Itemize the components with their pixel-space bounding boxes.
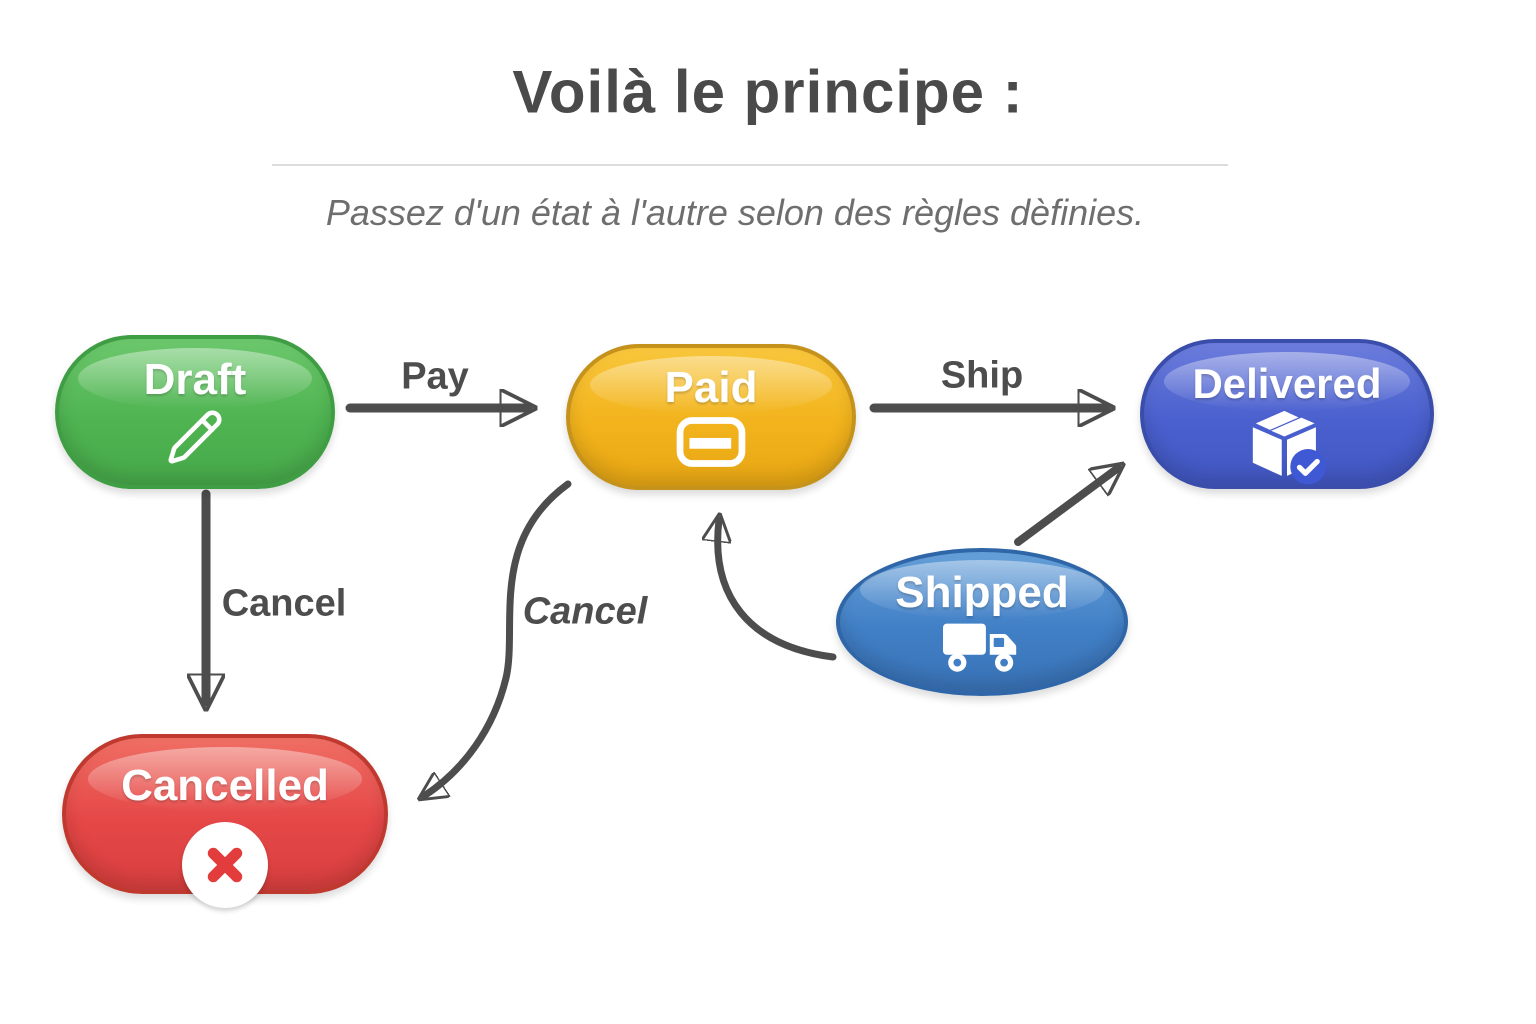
node-label: Shipped xyxy=(895,568,1069,617)
edge-label-pay: Pay xyxy=(401,355,469,398)
edge-label-cancel-draft: Cancel xyxy=(221,582,347,625)
state-node-cancelled: Cancelled xyxy=(62,734,388,908)
node-label: Cancelled xyxy=(121,761,329,810)
x-circle-icon xyxy=(182,822,268,908)
package-check-icon xyxy=(1252,409,1326,485)
truck-icon xyxy=(943,623,1017,672)
page-subtitle: Passez d'un état à l'autre selon des règ… xyxy=(325,192,1145,233)
edge-shipped-to-delivered-arrow xyxy=(1014,468,1118,546)
state-node-draft: Draft xyxy=(55,335,335,489)
node-label: Delivered xyxy=(1192,360,1382,407)
edge-label-cancel-paid: Cancel xyxy=(522,590,648,633)
page-title: Voilà le principe : xyxy=(512,58,1024,126)
node-label: Paid xyxy=(664,363,758,412)
state-node-delivered: Delivered xyxy=(1140,339,1434,489)
node-label: Draft xyxy=(143,355,247,404)
divider xyxy=(272,164,1228,166)
pencil-icon xyxy=(168,410,222,464)
credit-card-icon xyxy=(676,417,746,467)
edge-paid-to-cancelled-arrow xyxy=(424,480,572,796)
state-node-paid: Paid xyxy=(566,344,856,490)
edge-shipped-to-paid-arrow xyxy=(718,520,837,661)
edge-label-ship: Ship xyxy=(940,354,1024,397)
state-node-shipped: Shipped xyxy=(836,548,1128,696)
